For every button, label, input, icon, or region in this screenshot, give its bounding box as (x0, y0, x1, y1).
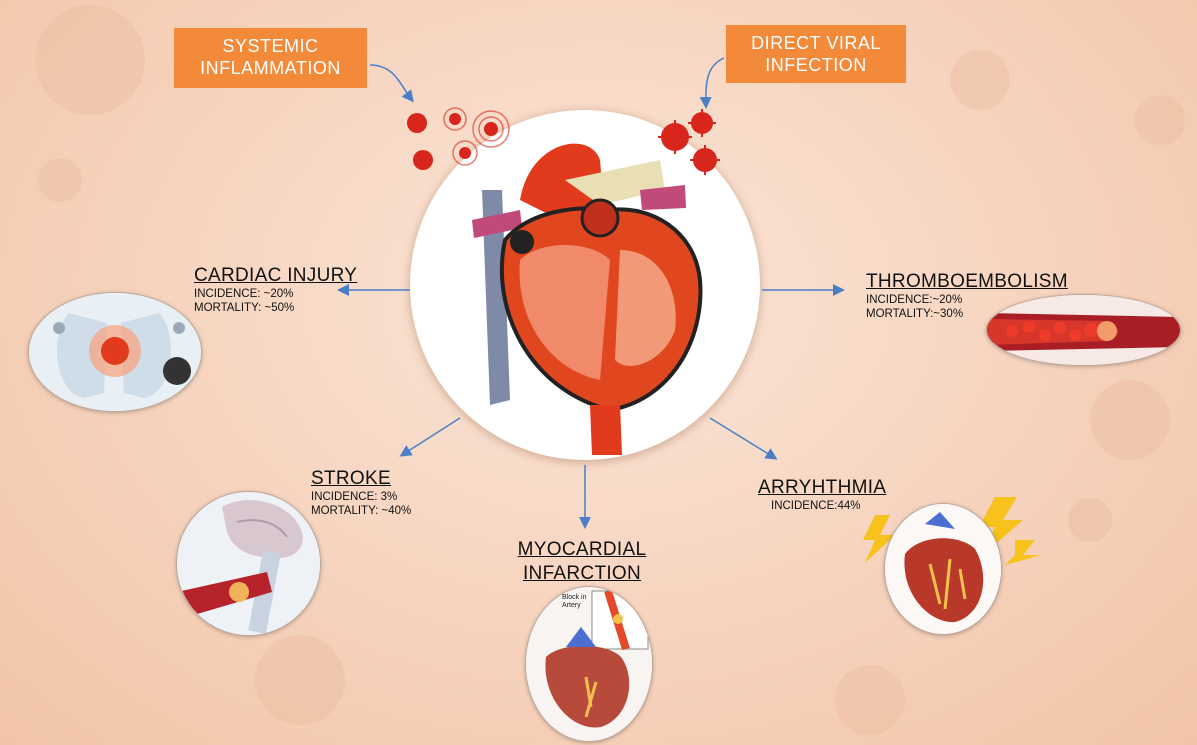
cardiac-injury-incidence: INCIDENCE: ~20% (194, 288, 294, 300)
thromboembolism-title: THROMBOEMBOLISM (866, 271, 1068, 292)
stroke-mortality: MORTALITY: ~40% (311, 505, 412, 517)
systemic-inflammation-line2: INFLAMMATION (200, 58, 341, 78)
direct-viral-infection-box: DIRECT VIRAL INFECTION (726, 25, 906, 83)
arrhythmia-heart-image (884, 503, 1002, 635)
systemic-inflammation-box: SYSTEMIC INFLAMMATION (174, 28, 367, 88)
blood-vessel-icon (987, 295, 1180, 365)
heart-icon (885, 504, 1001, 634)
direct-viral-infection-line1: DIRECT VIRAL (751, 33, 881, 53)
myocardial-heart-image (525, 586, 653, 742)
direct-viral-infection-line2: INFECTION (765, 55, 867, 75)
brain-artery-image (176, 491, 321, 636)
heart-icon (472, 143, 703, 455)
stroke-incidence: INCIDENCE: 3% (311, 491, 398, 503)
arrhythmia-title: ARRYHTHMIA (758, 477, 887, 498)
block-in-artery-label: Block in Artery (562, 594, 587, 609)
myocardial-infarction-label: MYOCARDIAL INFARCTION (515, 538, 649, 586)
viral-infection-virus-cluster (658, 109, 720, 175)
myocardial-infarction-title-line1: MYOCARDIAL (517, 539, 647, 560)
cardiac-injury-title: CARDIAC INJURY (194, 265, 358, 286)
systemic-inflammation-line1: SYSTEMIC (222, 36, 319, 56)
arrhythmia-label: ARRYHTHMIA INCIDENCE:44% (758, 477, 886, 513)
thromboembolism-incidence: INCIDENCE:~20% (866, 294, 963, 306)
inflammation-virus-cluster (407, 107, 510, 170)
cardiac-injury-mortality: MORTALITY: ~50% (194, 302, 295, 314)
stroke-label: STROKE INCIDENCE: 3% MORTALITY: ~40% (311, 468, 411, 518)
thromboembolism-mortality: MORTALITY:~30% (866, 308, 964, 320)
arrhythmia-incidence: INCIDENCE:44% (771, 500, 861, 512)
stroke-title: STROKE (311, 468, 391, 489)
cardiac-injury-label: CARDIAC INJURY INCIDENCE: ~20% MORTALITY… (194, 265, 357, 315)
artery-icon (526, 587, 652, 741)
brain-icon (177, 492, 320, 635)
lungs-image (28, 292, 202, 412)
blood-vessel-image (986, 294, 1181, 366)
myocardial-infarction-title-line2: INFARCTION (522, 563, 642, 584)
thromboembolism-label: THROMBOEMBOLISM INCIDENCE:~20% MORTALITY… (866, 271, 1068, 321)
lungs-icon (29, 293, 201, 411)
